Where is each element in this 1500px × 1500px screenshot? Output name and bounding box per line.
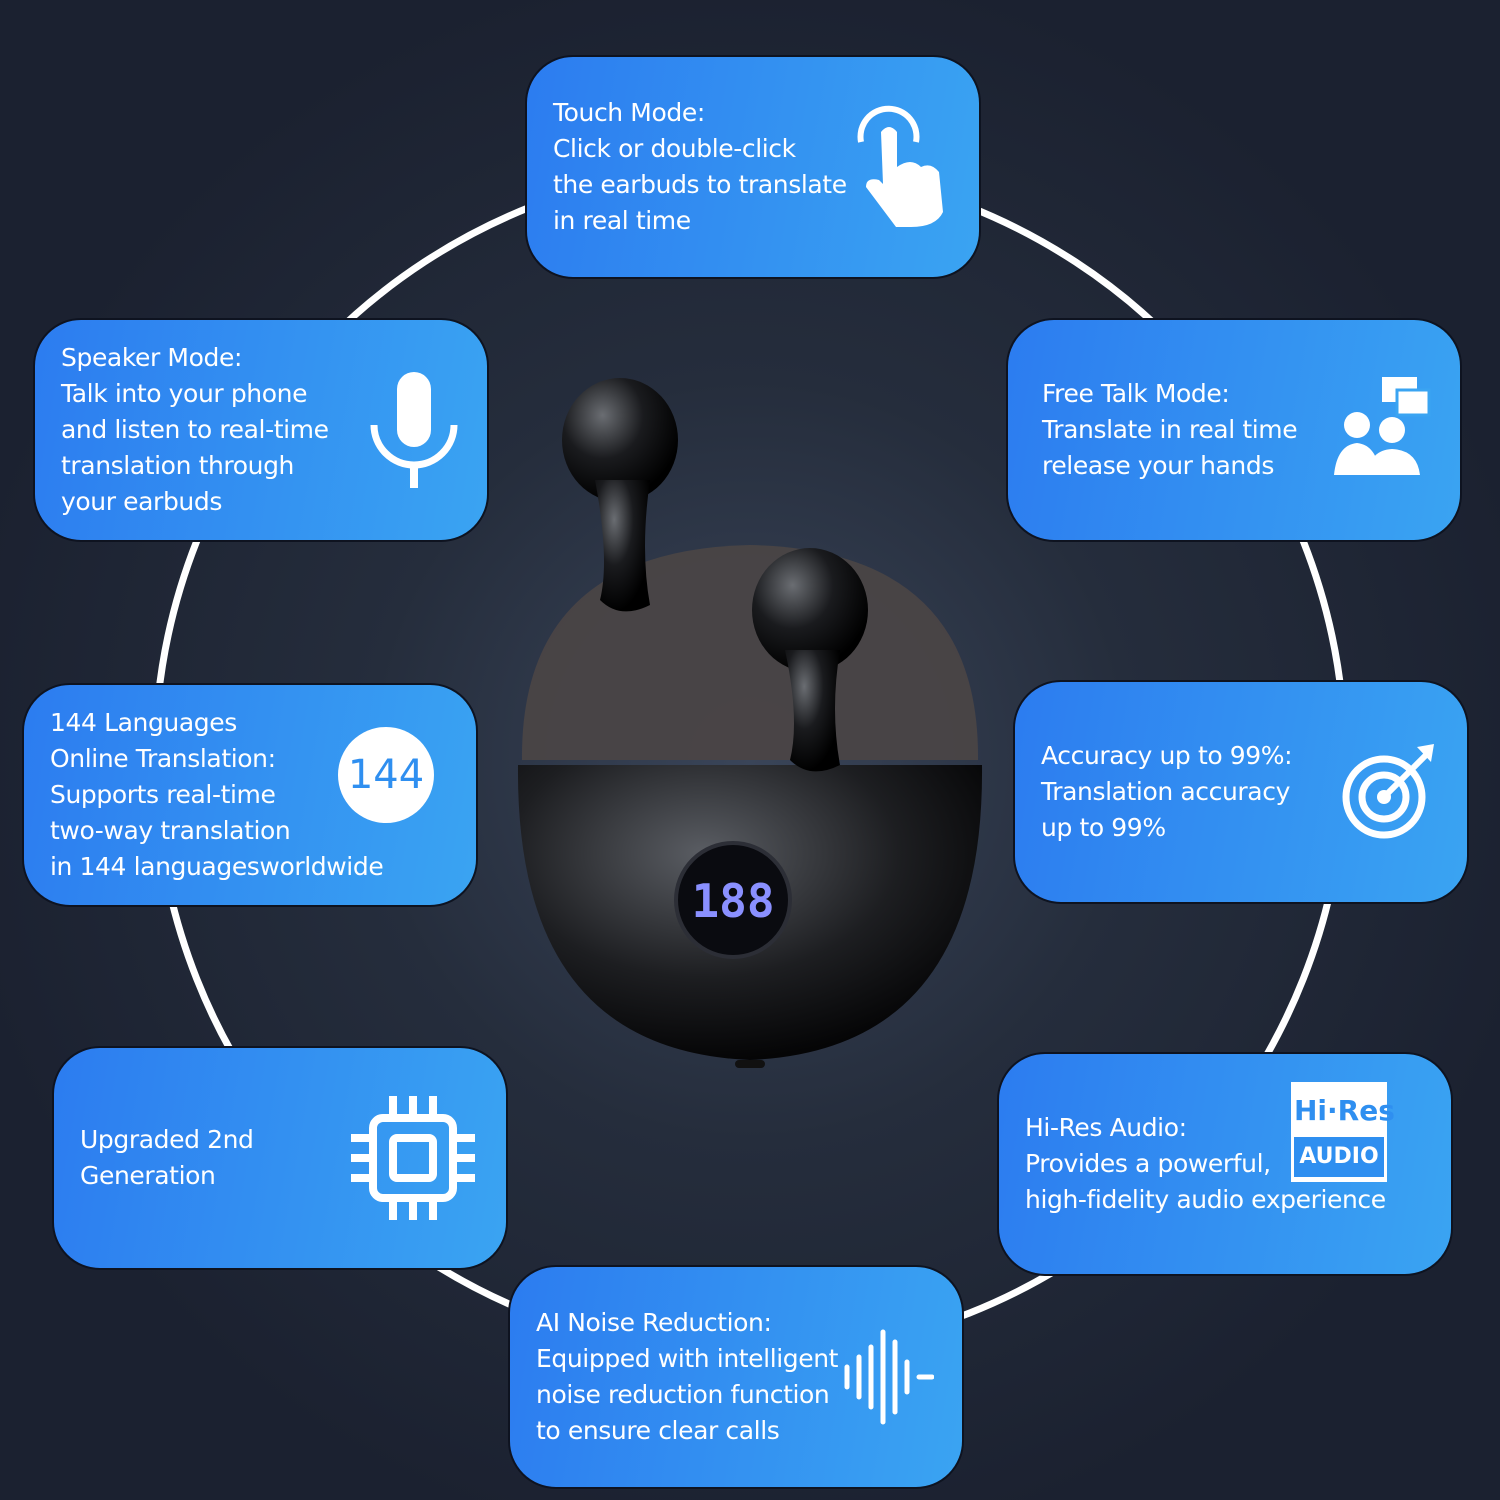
feature-body: Supports real-time two-way translation i…	[50, 780, 384, 881]
feature-card-freetalk: Free Talk Mode: Translate in real time r…	[1006, 318, 1462, 542]
feature-card-chip: Upgraded 2nd Generation	[52, 1046, 508, 1270]
feature-body: Translation accuracy up to 99%	[1041, 777, 1290, 842]
sound-wave-icon	[844, 1329, 934, 1425]
feature-card-noise: AI Noise Reduction: Equipped with intell…	[508, 1265, 964, 1489]
chip-icon	[351, 1096, 475, 1220]
feature-body: Provides a powerful, high-fidelity audio…	[1025, 1149, 1386, 1214]
hi-res-audio-logo: Hi·Res AUDIO	[1291, 1082, 1395, 1182]
feature-title: Free Talk Mode:	[1042, 379, 1230, 408]
feature-title: Hi-Res Audio:	[1025, 1113, 1187, 1142]
logo-text: Hi·Res	[1294, 1094, 1395, 1127]
feature-title: Accuracy up to 99%:	[1041, 741, 1293, 770]
language-count-icon: 144	[338, 727, 434, 823]
earbuds-case-image: 188	[517, 378, 983, 1068]
feature-title: Touch Mode:	[553, 98, 705, 127]
feature-card-touch: Touch Mode: Click or double-click the ea…	[525, 55, 981, 279]
battery-display: 188	[691, 874, 774, 928]
feature-card-languages: 144 Languages Online Translation: Suppor…	[22, 683, 478, 907]
feature-card-speaker: Speaker Mode: Talk into your phone and l…	[33, 318, 489, 542]
feature-title: AI Noise Reduction:	[536, 1308, 772, 1337]
feature-body: Talk into your phone and listen to real-…	[61, 379, 329, 516]
touch-hand-icon	[857, 105, 943, 227]
people-chat-icon	[1334, 377, 1431, 475]
feature-body: Equipped with intelligent noise reductio…	[536, 1344, 839, 1445]
feature-body: Translate in real time release your hand…	[1042, 415, 1298, 480]
logo-text: AUDIO	[1294, 1137, 1384, 1177]
feature-title: Upgraded 2nd Generation	[80, 1125, 254, 1190]
feature-body: Click or double-click the earbuds to tra…	[553, 134, 847, 235]
target-icon	[1342, 744, 1434, 839]
feature-title: Speaker Mode:	[61, 343, 242, 372]
microphone-icon	[370, 372, 458, 488]
feature-title: 144 Languages Online Translation:	[50, 708, 276, 773]
feature-card-accuracy: Accuracy up to 99%: Translation accuracy…	[1013, 680, 1469, 904]
feature-card-hires: Hi-Res Audio: Provides a powerful, high-…	[997, 1052, 1453, 1276]
